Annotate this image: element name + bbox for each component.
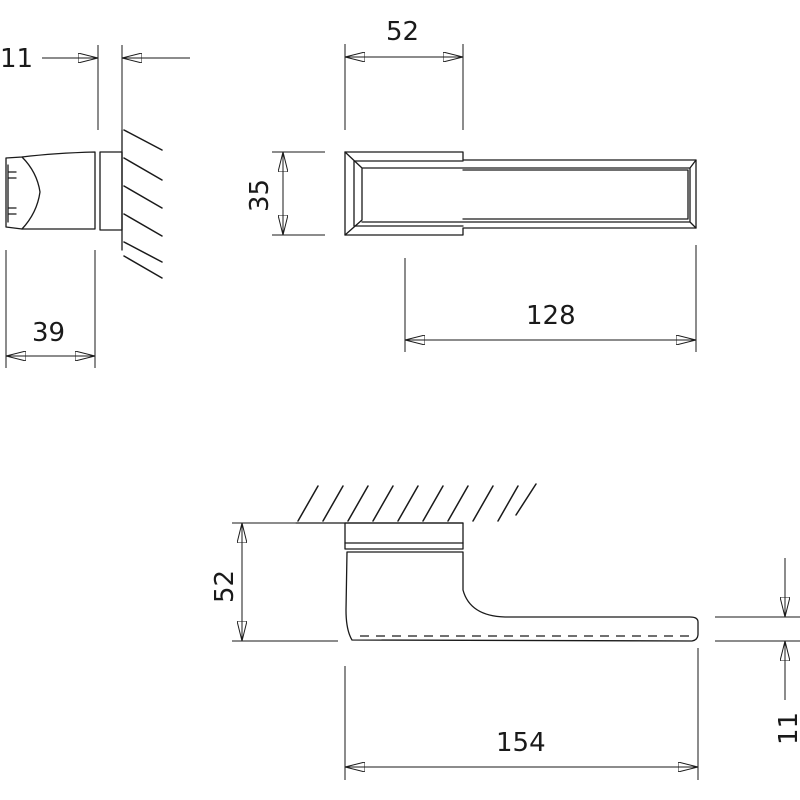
dim-lever-thickness: 11 — [774, 712, 800, 745]
handle-tip-detail — [7, 164, 17, 223]
dim-rose-width: 52 — [386, 17, 419, 47]
handle-top-inner — [353, 160, 689, 227]
handle-tip-face — [21, 156, 41, 230]
handle-top-bevel — [344, 151, 697, 236]
lever-body — [345, 551, 699, 642]
side-view: 11 39 — [0, 44, 190, 368]
rose-block — [344, 522, 464, 550]
handle-tip-outline — [5, 151, 96, 230]
wall-hatching — [123, 129, 163, 279]
dim-projection: 52 — [210, 570, 240, 603]
dim-wall-thickness: 11 — [0, 44, 33, 74]
rose-collar — [99, 151, 123, 231]
top-view: 52 35 128 — [245, 17, 697, 352]
dim-rose-height: 39 — [32, 318, 65, 348]
door-hatching — [297, 483, 537, 522]
front-view: 52 154 11 — [210, 483, 800, 780]
dim-handle-length: 128 — [526, 301, 576, 331]
dim-overall-length: 154 — [496, 728, 546, 758]
dim-handle-height: 35 — [245, 179, 275, 212]
